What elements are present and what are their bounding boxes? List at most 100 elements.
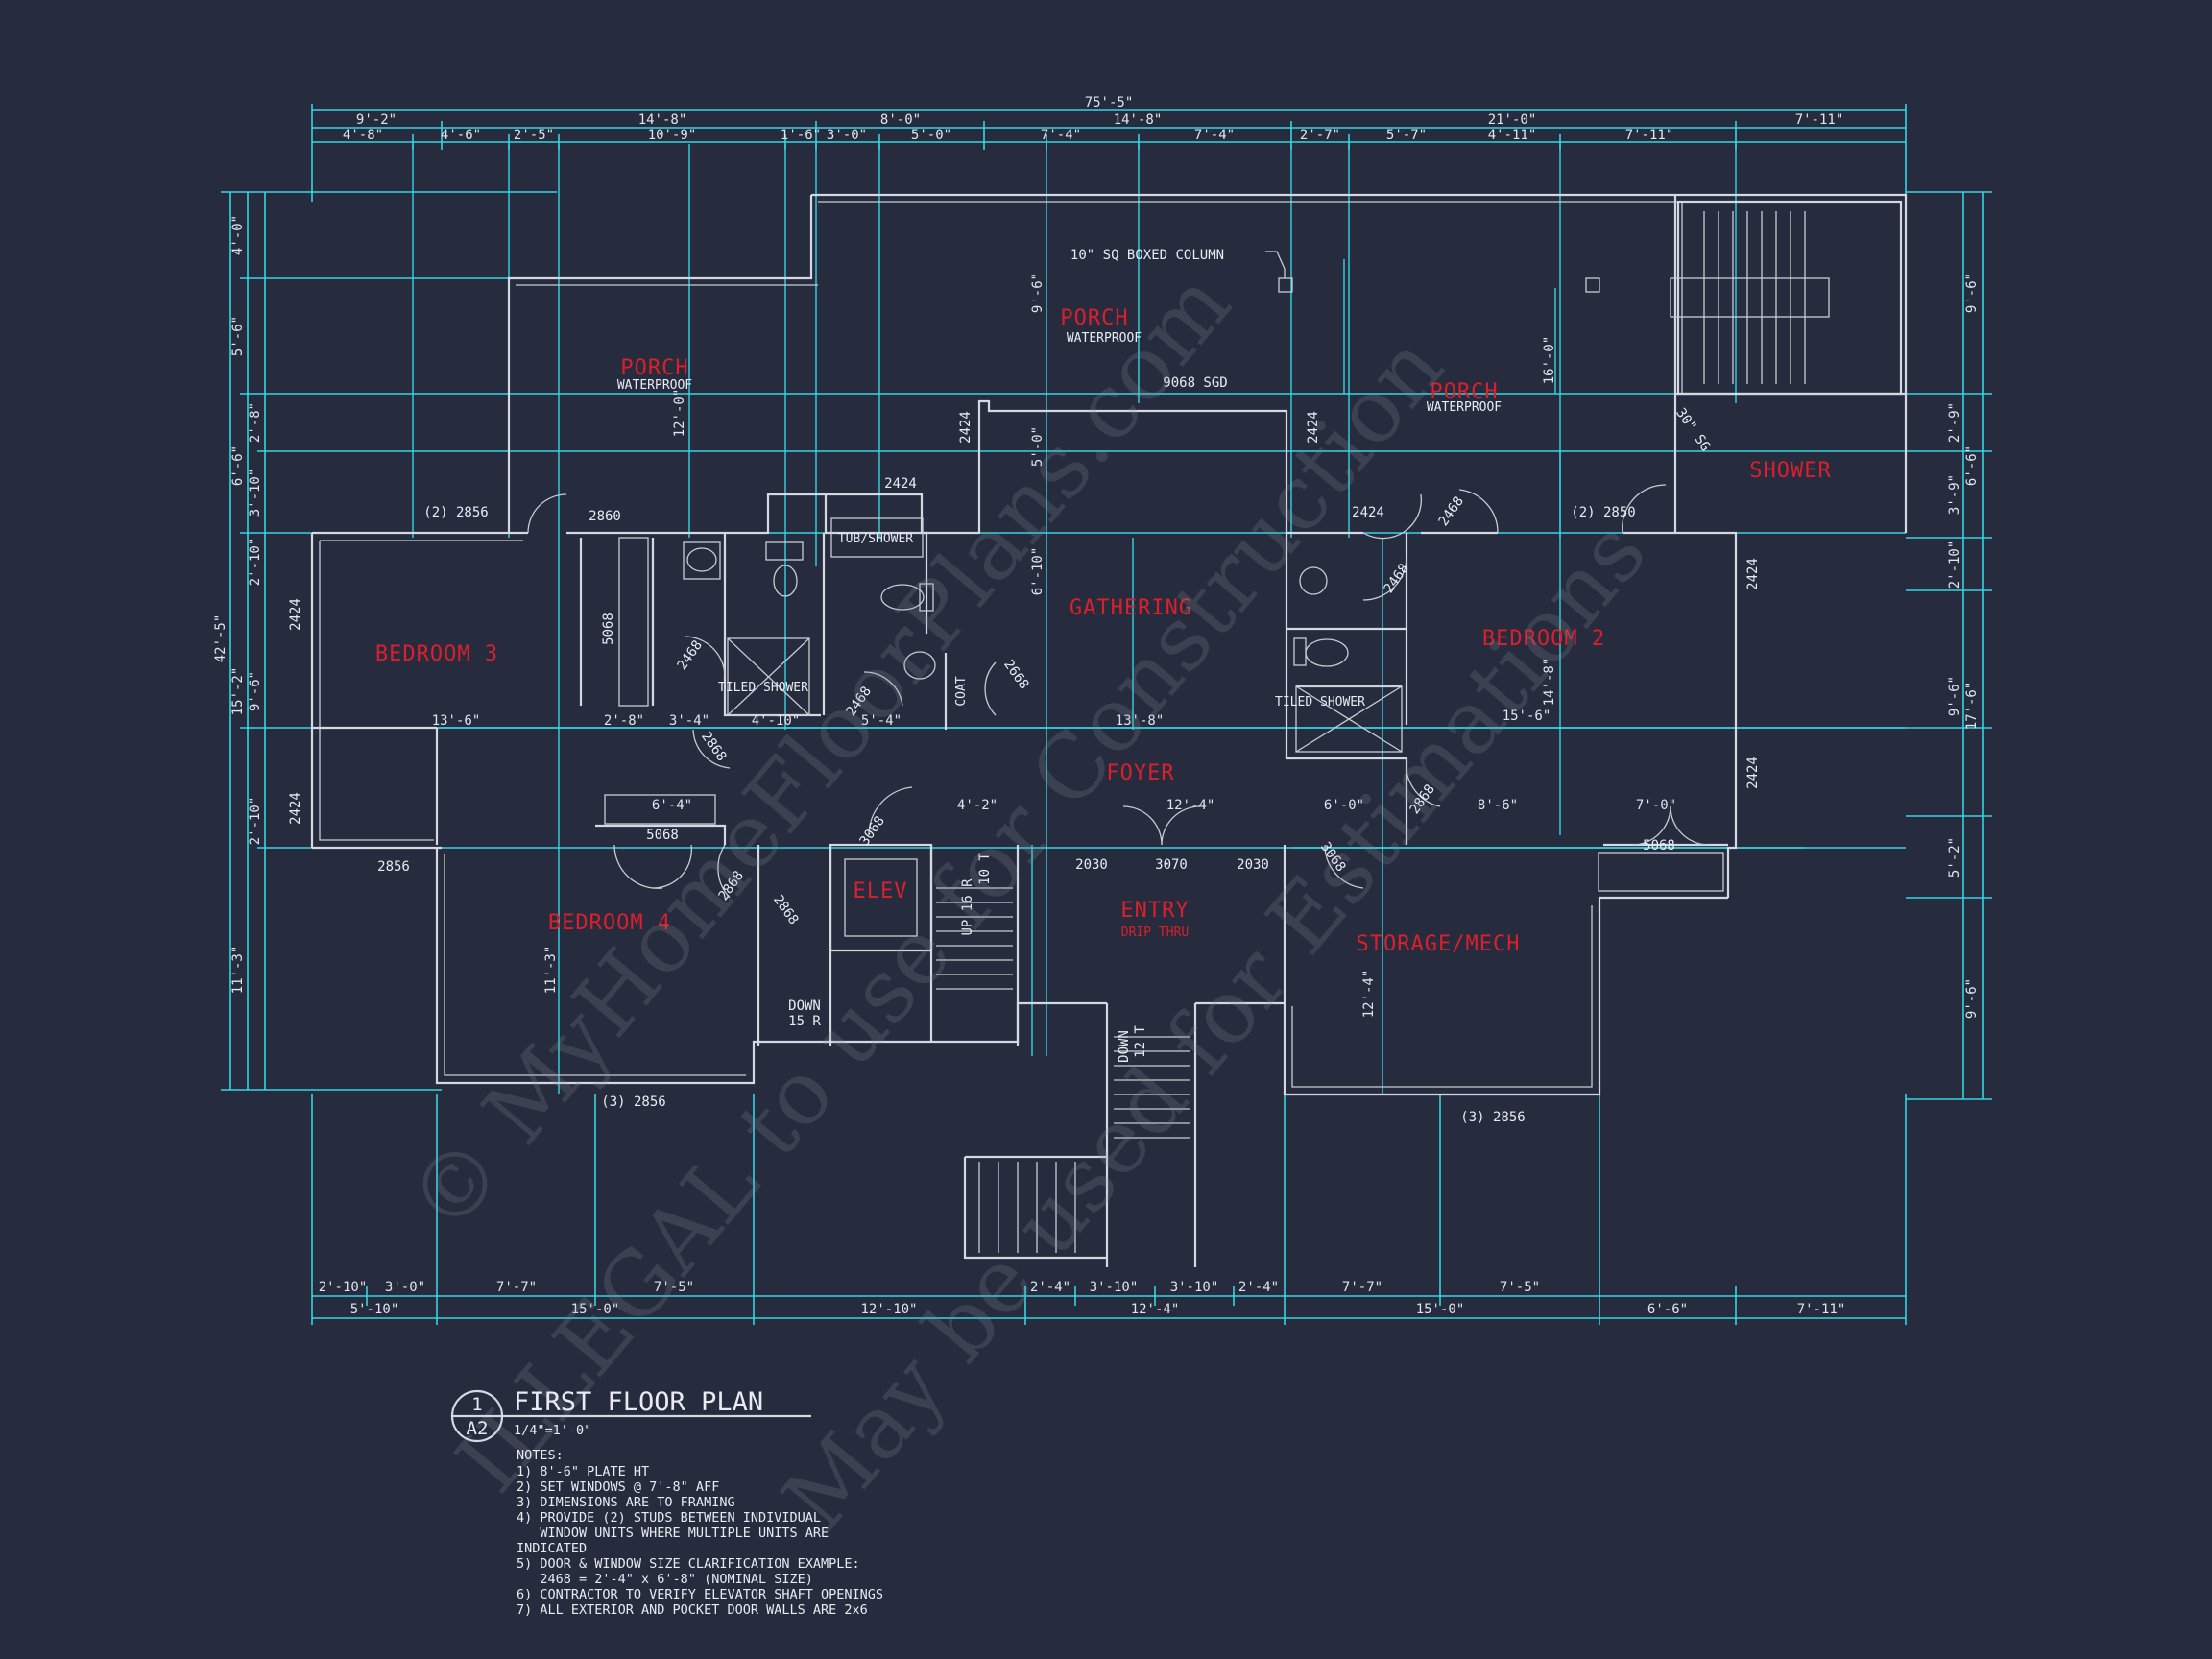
note-4: 4) PROVIDE (2) STUDS BETWEEN INDIVIDUAL: [517, 1510, 821, 1526]
dim-7-0: 7'-0": [1636, 798, 1676, 813]
dim-gathering-width: 13'-8": [1116, 713, 1165, 729]
dim-6-10: 6'-10": [1030, 547, 1046, 596]
left-dim-2: 5'-6": [230, 316, 246, 356]
sgd-9068-label: 9068 SGD: [1163, 375, 1227, 391]
note-4c: INDICATED: [517, 1541, 587, 1556]
window-2424-bed3-upper: 2424: [288, 598, 303, 631]
door-swings: [527, 484, 1710, 899]
note-3: 3) DIMENSIONS ARE TO FRAMING: [517, 1495, 735, 1510]
stair-treads: [936, 211, 1806, 1253]
left-dim-6: 2'-10": [248, 538, 263, 587]
top-dimensions: 75'-5" 9'-2" 14'-8" 8'-0" 14'-8" 21'-0" …: [311, 95, 1907, 202]
top2-dim-3: 2'-5": [514, 128, 554, 143]
dim-14-8: 14'-8": [1542, 658, 1557, 707]
door-2868-bed4b: 2868: [770, 892, 801, 927]
dim-3-4: 3'-4": [669, 713, 709, 729]
plan-scale: 1/4"=1'-0": [514, 1423, 591, 1438]
right-dim-1: 9'-6": [1964, 273, 1980, 313]
room-foyer: FOYER: [1106, 761, 1174, 785]
right-dim-7: 17'-6": [1964, 682, 1980, 731]
bot2-dim-2: 15'-0": [571, 1302, 620, 1317]
note-5: 5) DOOR & WINDOW SIZE CLARIFICATION EXAM…: [517, 1556, 860, 1572]
dim-12-0: 12'-0": [672, 389, 687, 438]
top2-dim-5: 1'-6": [781, 128, 821, 143]
door-5068-closet-bed4: 5068: [646, 828, 679, 843]
top-dim-3: 8'-0": [880, 112, 921, 128]
room-bedroom-4: BEDROOM 4: [548, 911, 671, 935]
top2-dim-9: 7'-4": [1194, 128, 1235, 143]
sgd-30-label: 30" SG: [1672, 405, 1713, 454]
overall-dim: 75'-5": [1085, 95, 1134, 110]
note-5b: 2468 = 2'-4" x 6'-8" (NOMINAL SIZE): [517, 1572, 813, 1587]
bot-dim-10: 7'-5": [1500, 1280, 1540, 1295]
window-3-2856-left: (3) 2856: [601, 1094, 665, 1110]
bot2-dim-4: 12'-4": [1131, 1302, 1180, 1317]
right-dim-6: 9'-6": [1947, 676, 1962, 716]
window-2856-bed4: 2856: [377, 859, 410, 875]
dim-11-3: 11'-3": [543, 946, 559, 995]
room-elev: ELEV: [854, 879, 908, 903]
dim-4-10: 4'-10": [752, 713, 801, 729]
window-2850-pair: (2) 2850: [1571, 505, 1635, 520]
dim-6-4: 6'-4": [652, 798, 692, 813]
bot2-dim-1: 5'-10": [350, 1302, 399, 1317]
dim-4-2: 4'-2": [957, 798, 998, 813]
room-shower: SHOWER: [1749, 459, 1831, 483]
window-2030-right: 2030: [1237, 857, 1269, 873]
stair-down-15-sub: 15 R: [788, 1014, 821, 1029]
walls: [310, 193, 1908, 1267]
door-2860: 2860: [589, 509, 621, 524]
window-2424-bed3-lower: 2424: [288, 792, 303, 825]
right-dim-5: 2'-10": [1947, 541, 1962, 589]
top-dim-6: 7'-11": [1795, 112, 1844, 128]
bot2-dim-7: 7'-11": [1797, 1302, 1846, 1317]
bot-dim-7: 3'-10": [1170, 1280, 1219, 1295]
porch-center-waterproof: WATERPROOF: [1067, 331, 1142, 346]
note-6: 6) CONTRACTOR TO VERIFY ELEVATOR SHAFT O…: [517, 1587, 883, 1602]
note-7: 7) ALL EXTERIOR AND POCKET DOOR WALLS AR…: [517, 1602, 868, 1618]
room-porch-center: PORCH: [1060, 306, 1128, 330]
bot-dim-9: 7'-7": [1342, 1280, 1382, 1295]
door-5068-storage: 5068: [1643, 838, 1675, 854]
dim-2-8: 2'-8": [604, 713, 644, 729]
left-dim-1: 4'-0": [230, 215, 246, 255]
stair-down-12: DOWN: [1117, 1030, 1132, 1063]
stair-up-sub: 10 T: [977, 853, 993, 885]
notes-header: NOTES:: [517, 1448, 564, 1463]
left-dim-7: 15'-2": [230, 667, 246, 716]
title-sheet: A2: [467, 1418, 489, 1439]
bot-dim-6: 3'-10": [1090, 1280, 1139, 1295]
room-entry: ENTRY: [1120, 899, 1189, 923]
bot-dim-4: 7'-5": [654, 1280, 694, 1295]
grid-lines: [312, 144, 1906, 1094]
left-dim-5: 3'-10": [248, 469, 263, 517]
door-2468-porch: 2468: [1436, 493, 1467, 529]
top2-dim-2: 4'-6": [441, 128, 481, 143]
top-dim-4: 14'-8": [1114, 112, 1163, 128]
bot2-dim-6: 6'-6": [1647, 1302, 1688, 1317]
column-leader: [1265, 251, 1286, 278]
column-note: 10" SQ BOXED COLUMN: [1070, 248, 1224, 263]
dim-16-0: 16'-0": [1542, 336, 1557, 385]
dim-12-4-storage: 12'-4": [1361, 970, 1377, 1019]
room-storage-mech: STORAGE/MECH: [1357, 932, 1521, 956]
bottom-dimensions: 2'-10" 3'-0" 7'-7" 7'-5" 2'-4" 3'-10" 3'…: [311, 1094, 1907, 1325]
entry-drip-thru: DRIP THRU: [1121, 926, 1189, 940]
top2-dim-10: 2'-7": [1300, 128, 1340, 143]
room-labels: PORCH WATERPROOF PORCH WATERPROOF PORCH …: [375, 306, 1831, 956]
top2-dim-13: 7'-11": [1625, 128, 1674, 143]
door-2468-bath3: 2468: [675, 637, 706, 673]
bot-dim-3: 7'-7": [496, 1280, 537, 1295]
top2-dim-4: 10'-9": [648, 128, 697, 143]
right-dim-2: 2'-9": [1947, 402, 1962, 443]
bot-dim-5: 2'-4": [1030, 1280, 1070, 1295]
window-2424-bed2-lower: 2424: [1745, 757, 1761, 789]
left-dim-9: 2'-10": [248, 797, 263, 846]
coat-label: COAT: [954, 676, 969, 706]
plan-title: FIRST FLOOR PLAN: [514, 1387, 763, 1417]
door-3070-entry: 3070: [1155, 857, 1188, 873]
top-dim-2: 14'-8": [638, 112, 687, 128]
window-2030-left: 2030: [1075, 857, 1108, 873]
bot2-dim-5: 15'-0": [1416, 1302, 1465, 1317]
